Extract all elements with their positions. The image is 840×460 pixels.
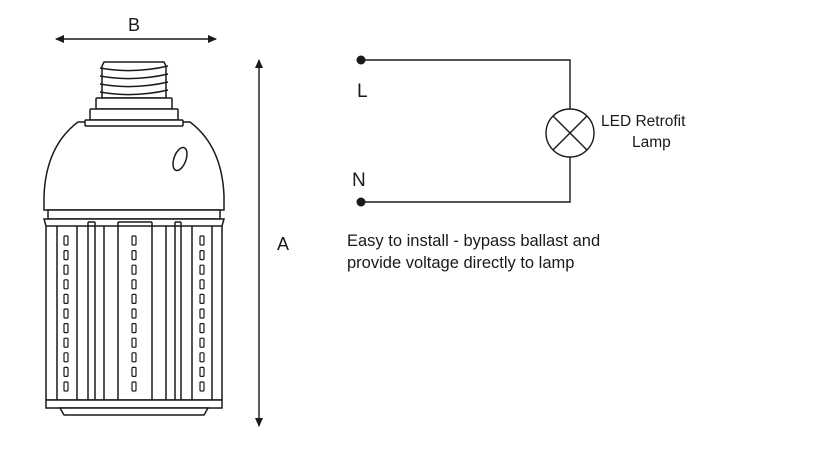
led-chip (63, 250, 69, 261)
dome-housing (43, 119, 225, 211)
caption-line-1: Easy to install - bypass ballast and (347, 232, 601, 250)
led-chip (131, 235, 137, 246)
led-chip (199, 352, 205, 363)
bottom-cap (45, 399, 223, 416)
caption-line-2: provide voltage directly to lamp (347, 254, 575, 272)
neutral-wire (361, 157, 571, 203)
line-wire (361, 59, 571, 109)
led-chip (131, 323, 137, 334)
led-chip (63, 352, 69, 363)
led-chip (131, 279, 137, 290)
led-chip (199, 279, 205, 290)
width-dimension: B (55, 15, 217, 43)
led-chip (131, 352, 137, 363)
led-chip (131, 381, 137, 392)
led-chip (199, 264, 205, 275)
led-chip (63, 337, 69, 348)
led-chip (131, 366, 137, 377)
led-chip (131, 308, 137, 319)
led-chip (199, 366, 205, 377)
led-chip (199, 293, 205, 304)
vent-hole (172, 146, 188, 172)
screw-base (89, 61, 179, 121)
led-chips (63, 235, 205, 392)
led-chip (199, 337, 205, 348)
installation-caption: Easy to install - bypass ballast and pro… (347, 230, 707, 274)
led-chip (199, 381, 205, 392)
led-corn-bulb-drawing (43, 61, 225, 416)
led-chip (63, 366, 69, 377)
led-chip (131, 337, 137, 348)
led-chip (131, 264, 137, 275)
led-chip (63, 381, 69, 392)
height-dimension: A (255, 59, 289, 427)
width-label: B (128, 15, 140, 35)
lamp-label-line2: Lamp (632, 134, 671, 151)
led-chip (63, 323, 69, 334)
led-chip (199, 323, 205, 334)
led-chip (131, 250, 137, 261)
line-label: L (357, 81, 368, 102)
wiring-circuit: L N LED Retrofit Lamp (352, 55, 686, 207)
led-chip (63, 293, 69, 304)
led-chip (199, 235, 205, 246)
led-chip (199, 250, 205, 261)
led-chip (63, 264, 69, 275)
neutral-label: N (352, 170, 366, 191)
led-chip (199, 308, 205, 319)
led-chip (63, 279, 69, 290)
lamp-symbol (545, 108, 595, 158)
housing-collar (47, 209, 221, 220)
height-label: A (277, 234, 289, 254)
led-chip (63, 308, 69, 319)
led-chip (63, 235, 69, 246)
lamp-label-line1: LED Retrofit (601, 113, 686, 130)
led-chip (131, 293, 137, 304)
